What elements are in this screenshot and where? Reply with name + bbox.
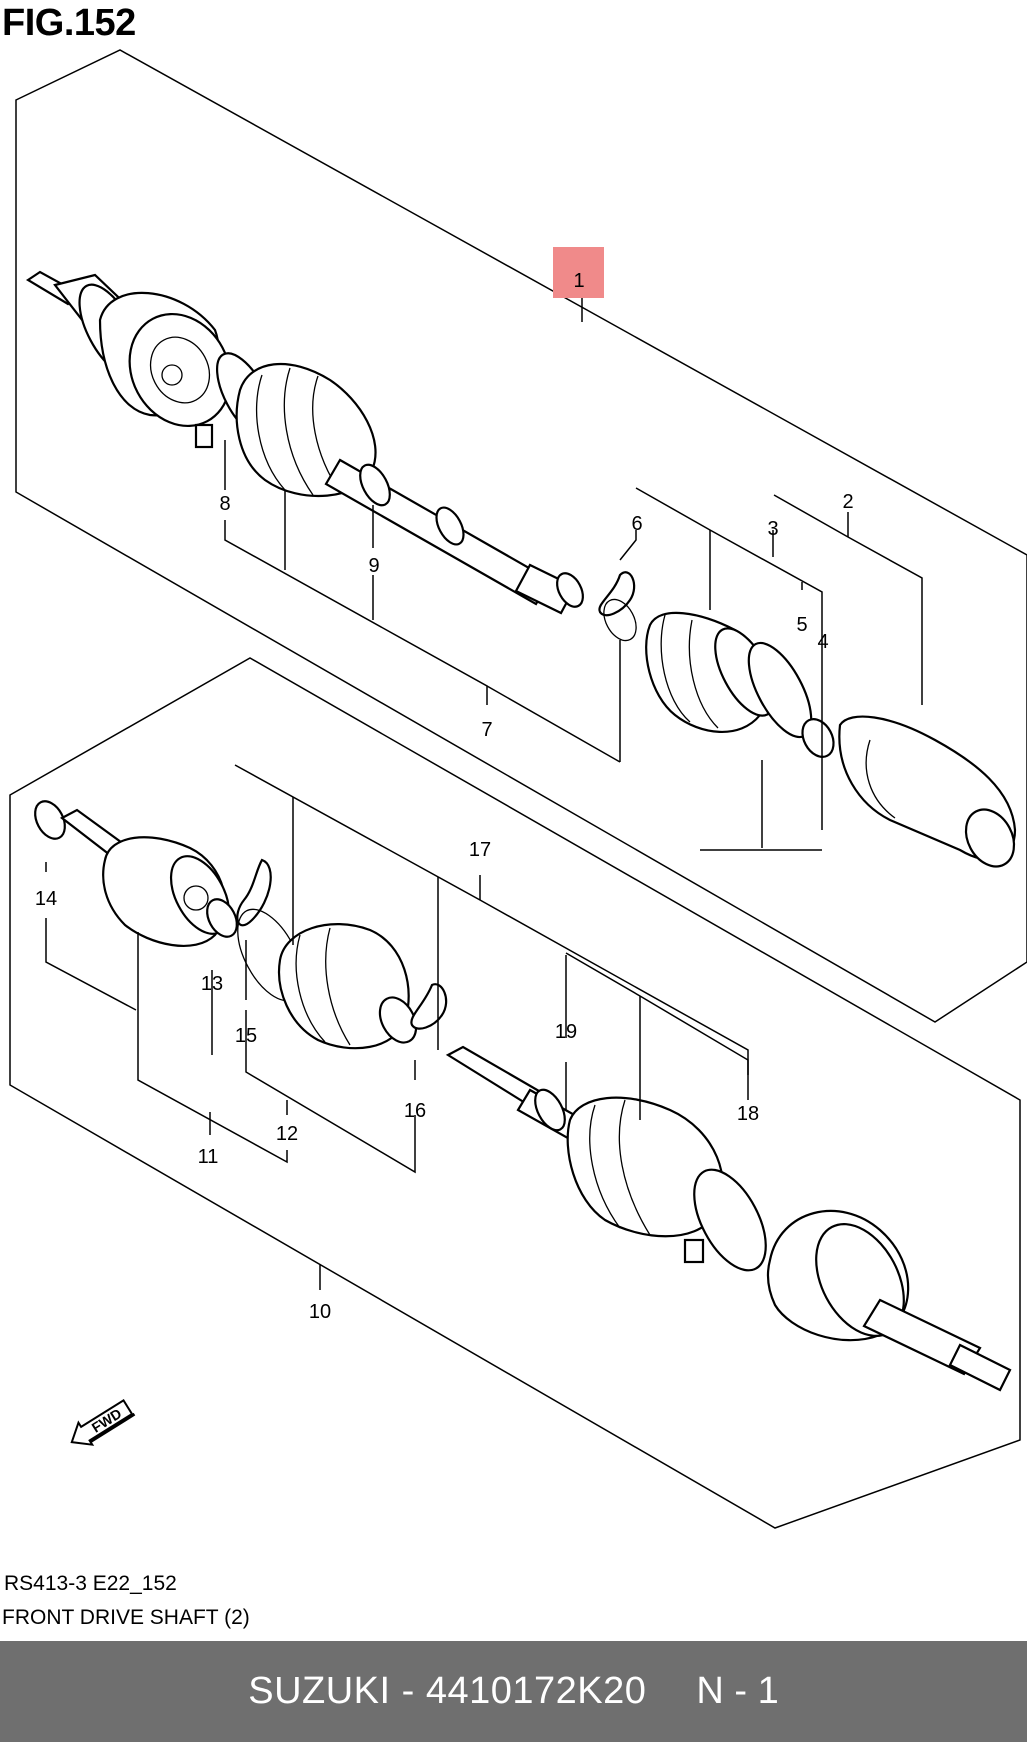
upper-assembly-frame [15,49,1027,1023]
upper-inner-shaft [324,458,584,615]
callout-4[interactable]: 4 [817,631,828,653]
callout-7[interactable]: 7 [481,719,492,741]
footer-part-number: SUZUKI - 4410172K20 [248,1670,647,1712]
callout-9[interactable]: 9 [368,555,379,577]
callout-18[interactable]: 18 [737,1103,759,1125]
upper-circlip-4 [801,718,835,758]
callout-3[interactable]: 3 [767,518,778,540]
upper-inner-clamp-6 [598,571,637,642]
callout-1[interactable]: 1 [573,270,584,292]
callout-12[interactable]: 12 [276,1123,298,1145]
lower-outer-clamp-18 [683,1168,767,1272]
callout-10[interactable]: 10 [309,1301,331,1323]
upper-inner-cv-housing [838,715,1017,868]
footer-page-indicator: N - 1 [696,1670,779,1712]
lower-inner-boot [278,923,418,1050]
lower-clamp-16 [410,983,448,1030]
lower-clamp-13 [206,898,238,938]
upper-outer-cv-joint [25,270,232,428]
callout-15[interactable]: 15 [235,1025,257,1047]
diagram-caption: FRONT DRIVE SHAFT (2) [2,1606,250,1629]
figure-title: FIG.152 [2,2,136,44]
callout-8[interactable]: 8 [219,493,230,515]
diagram-code: RS413-3 E22_152 [4,1572,177,1595]
callout-1-highlight [553,247,604,298]
exploded-parts-diagram: 1 2 3 4 5 6 7 8 9 10 11 12 13 14 15 16 1… [9,49,1027,1529]
callout-14[interactable]: 14 [35,888,57,910]
callout-5[interactable]: 5 [796,614,807,636]
lower-inner-cv-joint [59,808,231,947]
callout-2[interactable]: 2 [842,491,853,513]
lower-outer-cv-joint [766,1209,1012,1392]
leader-lines [45,298,923,1290]
callout-19[interactable]: 19 [555,1021,577,1043]
callout-17[interactable]: 17 [469,839,491,861]
callout-16[interactable]: 16 [404,1100,426,1122]
lower-assembly-frame [9,657,1021,1529]
footer-bar: SUZUKI - 4410172K20 N - 1 [0,1641,1027,1742]
lower-circlip-14 [34,800,66,840]
callout-11[interactable]: 11 [198,1146,219,1168]
callout-6[interactable]: 6 [631,513,642,535]
callout-13[interactable]: 13 [201,973,223,995]
fwd-direction-arrow: FWD [70,1398,136,1446]
